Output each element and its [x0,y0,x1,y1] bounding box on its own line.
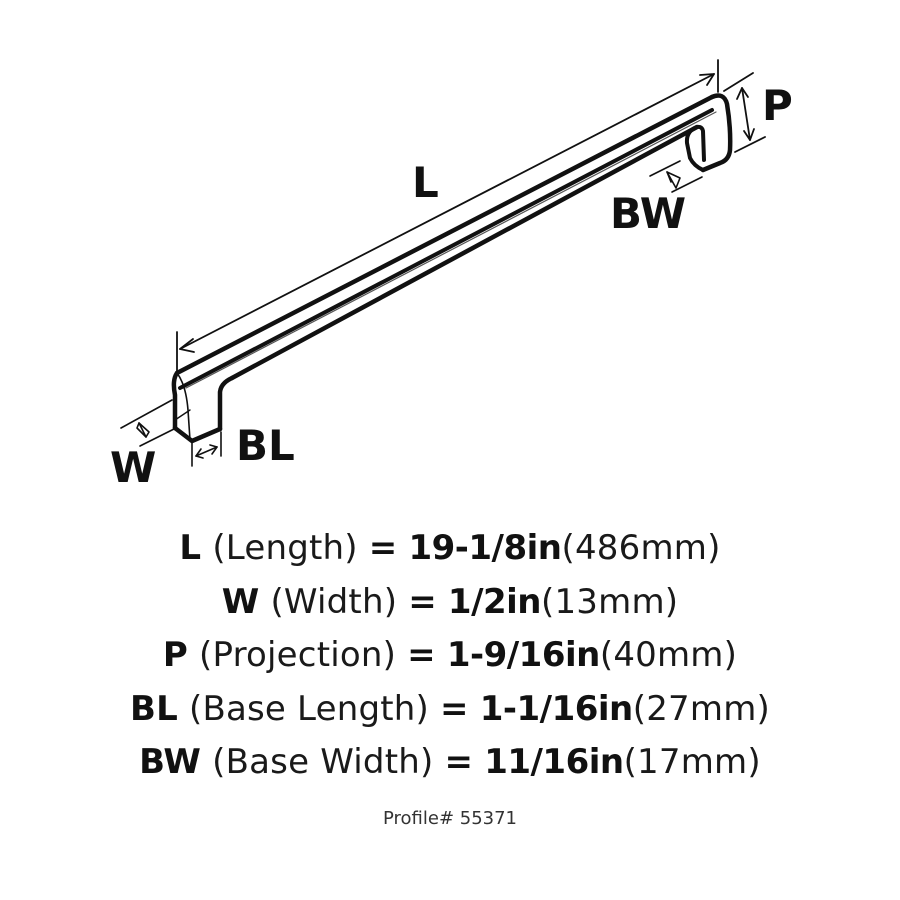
spec-imperial: 1-1/16in [479,688,634,729]
spec-name: (Length) [212,528,358,568]
base-length-dimension [191,431,222,467]
spec-base-width: BW (Base Width) = 11/16in(17mm) [0,736,900,790]
spec-name: (Projection) [199,635,397,675]
spec-name: (Base Length) [188,688,429,729]
spec-name: (Base Width) [212,742,434,782]
spec-code: W [221,581,260,622]
spec-imperial: 1/2in [447,581,542,622]
spec-metric: (13mm) [541,581,679,622]
projection-dimension [723,72,766,153]
spec-imperial: 11/16in [484,742,624,782]
spec-equals: = [440,688,469,729]
spec-equals: = [407,635,436,675]
label-W: W [110,443,156,492]
spec-imperial: 19-1/8in [408,528,562,568]
spec-imperial: 1-9/16in [446,635,601,675]
spec-equals: = [444,742,474,782]
label-P: P [762,81,793,130]
length-dimension [176,59,719,373]
spec-equals: = [368,528,398,568]
spec-width: W (Width) = 1/2in(13mm) [0,576,900,630]
spec-metric: (17mm) [623,742,761,782]
specifications-list: L (Length) = 19-1/8in(486mm) W (Width) =… [0,522,900,790]
label-BW: BW [610,189,686,238]
handle-dimension-drawing: L P BW W BL [110,59,793,492]
handle-outline [171,93,733,444]
base-width-dimension [649,160,703,193]
spec-length: L (Length) = 19-1/8in(486mm) [0,522,900,576]
spec-metric: (486mm) [561,528,721,568]
profile-number: Profile# 55371 [382,808,518,829]
spec-base-length: BL (Base Length) = 1-1/16in(27mm) [0,683,900,737]
spec-metric: (40mm) [599,635,738,675]
spec-code: BL [129,688,178,729]
spec-metric: (27mm) [632,688,770,729]
width-dimension [120,399,177,447]
spec-name: (Width) [270,581,398,622]
spec-code: L [179,528,202,568]
spec-projection: P (Projection) = 1-9/16in(40mm) [0,629,900,683]
label-L: L [412,158,439,207]
spec-code: BW [139,742,202,782]
spec-code: P [162,635,189,675]
label-BL: BL [236,421,295,470]
spec-equals: = [408,581,437,622]
